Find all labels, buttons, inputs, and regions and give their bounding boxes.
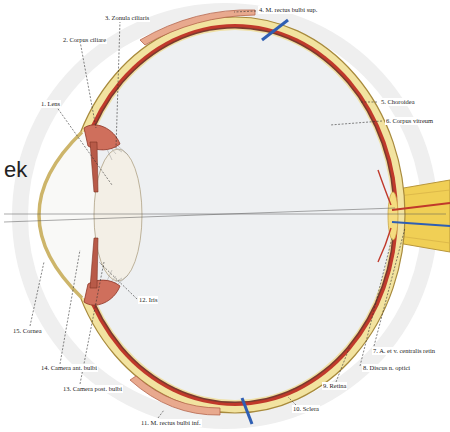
inferior-rectus xyxy=(130,376,220,415)
central-vein xyxy=(392,222,450,226)
vitreous-body xyxy=(78,30,392,400)
part-label: 1. Lens xyxy=(40,100,61,108)
retinal-vessel xyxy=(378,170,391,205)
part-label: 2. Corpus ciliare xyxy=(62,36,107,44)
part-label: 3. Zonula ciliaris xyxy=(104,14,150,22)
leader-line xyxy=(99,262,137,299)
part-label: 14. Camera ant. bulbi xyxy=(40,364,98,372)
part-label: 11. M. rectus bulbi inf. xyxy=(140,419,202,427)
leader-line xyxy=(56,106,112,185)
superior-rectus xyxy=(140,10,255,45)
cornea xyxy=(39,132,82,298)
iris xyxy=(90,142,98,192)
lens xyxy=(94,149,142,281)
watermark-arc xyxy=(20,11,430,421)
vortex-vein xyxy=(242,398,252,424)
leader-line xyxy=(60,250,80,364)
leader-line xyxy=(234,11,256,12)
part-label: 9. Retina xyxy=(322,382,347,390)
nerve-sheath xyxy=(398,190,450,243)
vortex-vein xyxy=(262,20,288,40)
leader-line xyxy=(336,346,350,382)
zonular-fibres xyxy=(106,146,128,284)
part-label: 12. Iris xyxy=(138,296,158,304)
central-artery xyxy=(392,203,450,210)
watermark-text: ek xyxy=(3,158,28,182)
retinal-vessel xyxy=(378,228,391,262)
part-label: 8. Discus n. optici xyxy=(362,364,411,372)
leader-line xyxy=(360,102,377,103)
leader-line xyxy=(374,228,405,346)
part-label: 4. M. rectus bulbi sup. xyxy=(258,6,318,14)
sclera xyxy=(65,17,405,413)
anterior-chamber xyxy=(39,132,98,298)
part-label: 10. Sclera xyxy=(292,405,320,413)
retina xyxy=(77,29,394,402)
retina-pigment xyxy=(75,27,395,403)
part-label: 7. A. et v. centralis retin xyxy=(372,347,436,355)
leader-line xyxy=(158,410,164,418)
leader-line xyxy=(330,121,382,125)
leader-line xyxy=(80,41,96,128)
choroid xyxy=(72,24,398,406)
part-label: 6. Corpus vitreum xyxy=(385,117,434,125)
part-label: 13. Camera post. bulbi xyxy=(62,385,123,393)
ciliary-body xyxy=(84,280,120,305)
leader-line xyxy=(288,397,296,405)
leader-line xyxy=(116,21,120,148)
visual-axis xyxy=(4,208,395,222)
leader-line xyxy=(30,262,44,326)
ciliary-body xyxy=(84,125,120,150)
iris xyxy=(90,238,98,288)
part-label: 5. Choroidea xyxy=(380,98,416,106)
part-label: 15. Cornea xyxy=(12,327,43,335)
